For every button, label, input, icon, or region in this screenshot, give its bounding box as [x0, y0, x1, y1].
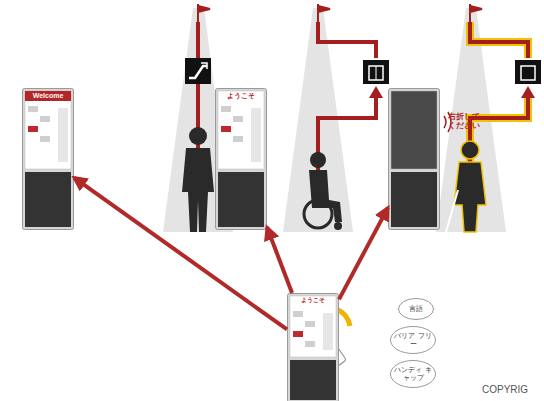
kiosk-terminal: ようこそ [287, 293, 339, 401]
screen-map-block [40, 116, 50, 122]
option-bubble: バリア フリー [390, 326, 436, 354]
copyright-note: COPYRIG [482, 384, 528, 395]
kiosk-screen [218, 91, 264, 169]
kiosk-outline [22, 88, 74, 230]
kiosk-body [216, 89, 267, 230]
wheelchair-user [304, 152, 342, 230]
option-text: ハンディ キャップ [392, 366, 434, 382]
screen-text: 右折して ください [448, 112, 482, 130]
screen-map-block [233, 116, 243, 122]
kiosk-outline [287, 293, 339, 401]
walking-person [182, 127, 214, 232]
kiosk-screen [290, 296, 336, 357]
screen-panel [251, 108, 261, 162]
flow-arrow [339, 208, 388, 300]
kiosk-screen [391, 91, 437, 169]
elevator-icon [376, 66, 377, 80]
goal-flag [470, 4, 482, 22]
route-line [470, 22, 528, 58]
white-cane [446, 190, 458, 232]
kiosk-screen [25, 91, 71, 169]
option-text: バリア フリー [392, 332, 434, 348]
flow-arrow [267, 227, 292, 293]
flow-arrow [74, 178, 287, 330]
screen-text: Welcome [26, 92, 70, 100]
kiosk-outline [388, 88, 440, 230]
goal-flag [198, 4, 210, 22]
route-arrowhead [369, 86, 383, 98]
elevator-sign [363, 60, 389, 84]
kiosk-body [288, 294, 339, 401]
route-line [318, 96, 376, 175]
elevator-sign [515, 60, 541, 84]
kiosk-outline [215, 88, 267, 230]
kiosk-terminal: 右折して ください [388, 88, 440, 230]
kiosk-base [290, 360, 336, 400]
screen-map-block [293, 331, 303, 337]
option-text: 言語 [400, 305, 432, 313]
goal-flag [318, 4, 330, 22]
screen-map-block [305, 341, 315, 347]
bubble-shape [391, 361, 436, 388]
kiosk-base [391, 172, 437, 227]
screen-panel [323, 313, 333, 350]
screen-map-block [233, 136, 243, 142]
kiosk-body [389, 89, 440, 230]
elevator-icon [521, 66, 535, 80]
escalator-sign [185, 58, 211, 84]
elevator-icon [369, 66, 383, 80]
screen-map-block [28, 106, 38, 112]
screen-map-block [305, 321, 315, 327]
screen-panel [58, 108, 68, 162]
visually-impaired-person [446, 141, 486, 232]
bubble-shape [399, 299, 434, 320]
option-bubble: 言語 [398, 298, 434, 320]
screen-map-block [293, 311, 303, 317]
escalator-icon [201, 63, 207, 69]
screen-map-block [221, 126, 231, 132]
kiosk-terminal: ようこそ [215, 88, 267, 230]
screen-map-block [28, 126, 38, 132]
screen-text: ようこそ [219, 92, 263, 100]
kiosk-body [23, 89, 74, 230]
kiosk-base [25, 172, 71, 227]
bubble-shape [391, 327, 436, 354]
escalator-icon [189, 66, 207, 78]
option-bubble: ハンディ キャップ [390, 360, 436, 388]
kiosk-terminal: Welcome [22, 88, 74, 230]
route-line [470, 96, 528, 170]
route-arrowhead [521, 86, 535, 98]
screen-header [25, 91, 71, 101]
screen-text: ようこそ [291, 297, 335, 304]
screen-map-block [40, 136, 50, 142]
kiosk-base [218, 172, 264, 227]
screen-map-block [221, 106, 231, 112]
route-line [318, 22, 376, 58]
